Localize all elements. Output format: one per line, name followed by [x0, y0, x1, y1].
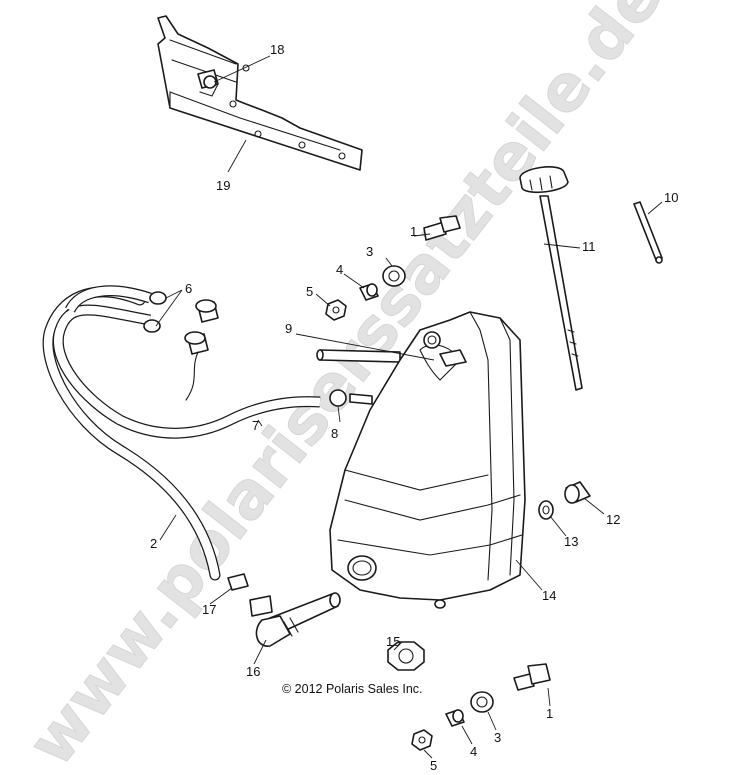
callout-14: 14: [542, 588, 556, 603]
callout-13: 13: [564, 534, 578, 549]
clamp-part-6: [143, 291, 167, 333]
callout-5-top: 5: [306, 284, 313, 299]
grommet-part-3-bottom: [470, 691, 494, 713]
callout-6: 6: [185, 281, 192, 296]
leader-lines: [155, 55, 663, 759]
callout-10: 10: [664, 190, 678, 205]
bracket-part-19: [157, 15, 363, 171]
callout-5-bottom: 5: [430, 758, 437, 773]
callout-11: 11: [582, 239, 596, 254]
callout-19: 19: [216, 178, 230, 193]
nut-part-15: [387, 641, 425, 671]
washer-part-13: [538, 500, 554, 520]
callout-2: 2: [150, 536, 157, 551]
callout-18: 18: [270, 42, 284, 57]
rod-part-10: [633, 201, 663, 264]
callout-1-top: 1: [410, 224, 417, 239]
callout-16: 16: [246, 664, 260, 679]
bolt-part-1-top: [423, 215, 461, 241]
sleeve-part-4-bottom: [445, 709, 465, 727]
nut-part-5-top: [325, 299, 347, 321]
elbow-fitting-part-16: [249, 592, 341, 647]
screw-part-18: [197, 69, 219, 89]
oil-tank-part-14: [329, 311, 526, 609]
callout-12: 12: [606, 512, 620, 527]
clamp-part-17: [227, 573, 249, 591]
grommet-part-3-top: [382, 265, 406, 287]
nut-part-5-bottom: [411, 729, 433, 751]
callout-4-bottom: 4: [470, 744, 477, 759]
callout-15: 15: [386, 634, 400, 649]
hose-part-7: [52, 285, 321, 439]
bolt-part-1-bottom: [513, 663, 551, 691]
callout-4-top: 4: [336, 262, 343, 277]
callout-1-bottom: 1: [546, 706, 553, 721]
copyright-text: © 2012 Polaris Sales Inc.: [282, 682, 423, 696]
callout-7: 7: [252, 418, 259, 433]
sleeve-part-4-top: [359, 283, 379, 301]
callout-3-top: 3: [366, 244, 373, 259]
callouts: 18 19 6 1 3 4 5 9 8 7 2 10 11 12 13 14 1…: [150, 42, 678, 773]
dipstick-part-11: [519, 166, 583, 391]
fitting-part-12: [564, 481, 591, 504]
callout-9: 9: [285, 321, 292, 336]
callout-17: 17: [202, 602, 216, 617]
fittings-group: [184, 299, 219, 401]
tube-part-9: [316, 349, 401, 363]
callout-3-bottom: 3: [494, 730, 501, 745]
callout-8: 8: [331, 426, 338, 441]
